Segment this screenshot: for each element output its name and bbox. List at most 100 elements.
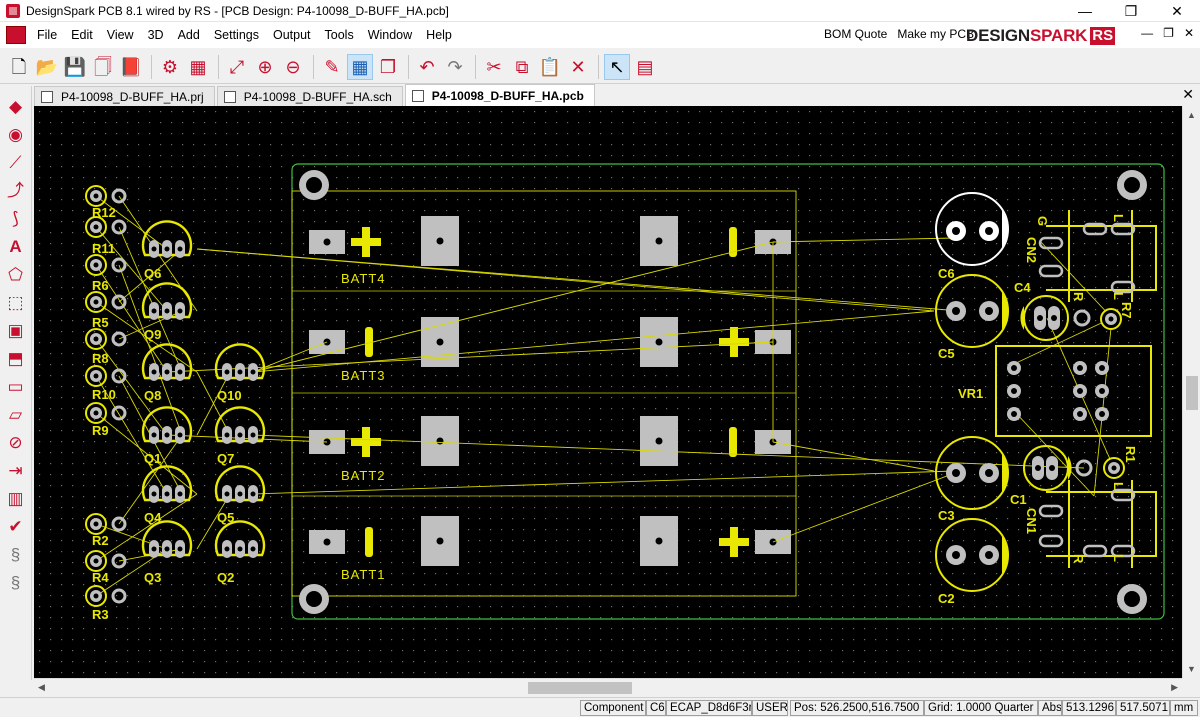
resistor-r10[interactable]: R10 [85,365,127,402]
transistor-q6[interactable]: Q6 [141,220,193,281]
new-file-icon[interactable]: 🗋 [11,56,27,77]
pcb-drawing[interactable]: BATT4 BATT3 BATT2 BATT1 [34,106,1182,678]
make-my-pcb-link[interactable]: Make my PCB [897,27,975,41]
horizontal-scrollbar[interactable]: ◀ ▶ [34,678,1182,696]
paste-icon[interactable]: 📋 [538,56,562,77]
zoom-out-icon[interactable]: ⊖ [285,56,301,77]
add-circle-icon[interactable]: ⊘ [8,432,23,452]
design-settings-icon[interactable]: ⚙ [161,56,179,77]
add-rectangle-icon[interactable]: ▱ [8,404,23,424]
menu-settings[interactable]: Settings [213,28,259,42]
document-menu-icon[interactable] [6,26,26,44]
add-track-icon[interactable]: ⟋ [9,152,22,172]
pad-drill [151,546,157,552]
menu-edit[interactable]: Edit [71,28,93,42]
grid-icon[interactable]: ▦ [347,53,373,80]
pad-drill [93,593,99,599]
menu-help[interactable]: Help [426,28,452,42]
resistor-r4[interactable]: R4 [85,550,127,585]
add-connection-icon[interactable]: ⤴ [7,180,24,200]
open-folder-icon[interactable]: 📂 [35,56,59,77]
check-icon[interactable]: ✔ [8,516,23,536]
transistor-q7[interactable]: Q7 [214,406,266,466]
schematic-file-icon [223,90,236,103]
resistor-r6[interactable]: R6 [85,254,127,293]
cut-icon[interactable]: ✂ [486,56,502,77]
doc-close-button[interactable]: ✕ [1183,26,1194,40]
menu-3d[interactable]: 3D [147,28,164,42]
zoom-in-icon[interactable]: ⊕ [257,56,273,77]
paint-icon[interactable]: ✎ [324,56,340,77]
horizontal-scroll-thumb[interactable] [528,682,632,694]
transistor-q8[interactable]: Q8 [141,343,193,403]
resistor-r2[interactable]: R2 [85,513,127,548]
resistor-r11[interactable]: R11 [85,216,127,256]
resistor-r5[interactable]: R5 [85,291,127,330]
resistor-r3[interactable]: R3 [85,585,127,622]
scroll-down-icon[interactable]: ▼ [1187,664,1196,674]
refdes-r3: R3 [92,607,109,622]
scroll-right-icon[interactable]: ▶ [1171,682,1178,692]
tab-close-icon[interactable]: ✕ [1182,86,1194,102]
transistor-q10[interactable]: Q10 [214,343,266,403]
add-via-icon[interactable]: ◉ [8,124,23,144]
disabled-tool-icon-2[interactable]: § [10,572,21,592]
pad-drill [177,369,183,375]
design-rules-icon[interactable]: ▦ [189,56,207,77]
add-route-icon[interactable]: ⟆ [12,208,19,228]
zoom-fit-icon[interactable]: ⤢ [229,56,245,77]
menu-add[interactable]: Add [177,28,200,42]
add-text-icon[interactable]: A [9,236,22,256]
close-button[interactable]: ✕ [1171,2,1183,19]
layers-icon[interactable]: ❐ [379,56,397,77]
save-icon[interactable]: 💾 [63,56,87,77]
save-as-icon[interactable]: 🗍 [94,56,112,77]
menu-window[interactable]: Window [367,28,413,42]
transistor-q3[interactable]: Q3 [141,520,193,585]
add-area-icon[interactable]: ⬚ [7,292,24,312]
vr1-outline[interactable] [995,345,1152,437]
transistor-q2[interactable]: Q2 [214,520,266,585]
undo-icon[interactable]: ↶ [419,56,435,77]
add-shape-icon[interactable]: ⬠ [8,264,23,284]
copy-icon[interactable]: ⧉ [515,56,529,77]
select-pointer-icon[interactable]: ↖ [604,53,630,80]
scroll-up-icon[interactable]: ▲ [1187,110,1196,120]
add-component-icon[interactable]: ◆ [8,96,23,116]
scroll-left-icon[interactable]: ◀ [38,682,45,692]
add-board-icon[interactable]: ⬒ [7,348,24,368]
transistor-q1[interactable]: Q1 [141,406,193,466]
redo-icon[interactable]: ↷ [447,56,463,77]
add-dimension-icon[interactable]: ⇥ [8,460,23,480]
connector-pad [1110,280,1136,294]
transistor-q5[interactable]: Q5 [214,465,266,525]
delete-icon[interactable]: ✕ [570,56,586,77]
resistor-r9[interactable]: R9 [85,402,127,438]
menu-tools[interactable]: Tools [324,28,354,42]
menu-view[interactable]: View [106,28,134,42]
tab-schematic[interactable]: P4-10098_D-BUFF_HA.sch [216,86,403,106]
transistor-q9[interactable]: Q9 [141,282,193,342]
disabled-tool-icon[interactable]: § [10,544,21,564]
bom-quote-link[interactable]: BOM Quote [824,27,888,41]
add-line-icon[interactable]: ▭ [7,376,24,396]
resistor-r12[interactable]: R12 [85,185,127,220]
minimize-button[interactable]: — [1078,3,1092,19]
menu-file[interactable]: File [37,28,58,42]
vertical-scrollbar[interactable]: ▲ ▼ [1182,106,1200,678]
doc-restore-button[interactable]: ❐ [1163,26,1174,40]
doc-minimize-button[interactable]: — [1141,26,1154,40]
measure-icon[interactable]: ▥ [7,488,24,508]
menu-output[interactable]: Output [272,28,311,42]
transistor-q4[interactable]: Q4 [141,465,193,525]
add-copper-icon[interactable]: ▣ [7,320,24,340]
resistor-r8[interactable]: R8 [85,328,127,366]
connector-pad [1110,544,1136,558]
library-icon[interactable]: 📕 [119,56,143,77]
vertical-scroll-thumb[interactable] [1186,376,1198,410]
properties-icon[interactable]: ▤ [636,56,654,77]
pcb-canvas[interactable]: BATT4 BATT3 BATT2 BATT1 [34,106,1182,678]
tab-pcb[interactable]: P4-10098_D-BUFF_HA.pcb [404,84,595,106]
tab-project[interactable]: P4-10098_D-BUFF_HA.prj [34,86,215,106]
restore-button[interactable]: ❐ [1124,2,1138,19]
